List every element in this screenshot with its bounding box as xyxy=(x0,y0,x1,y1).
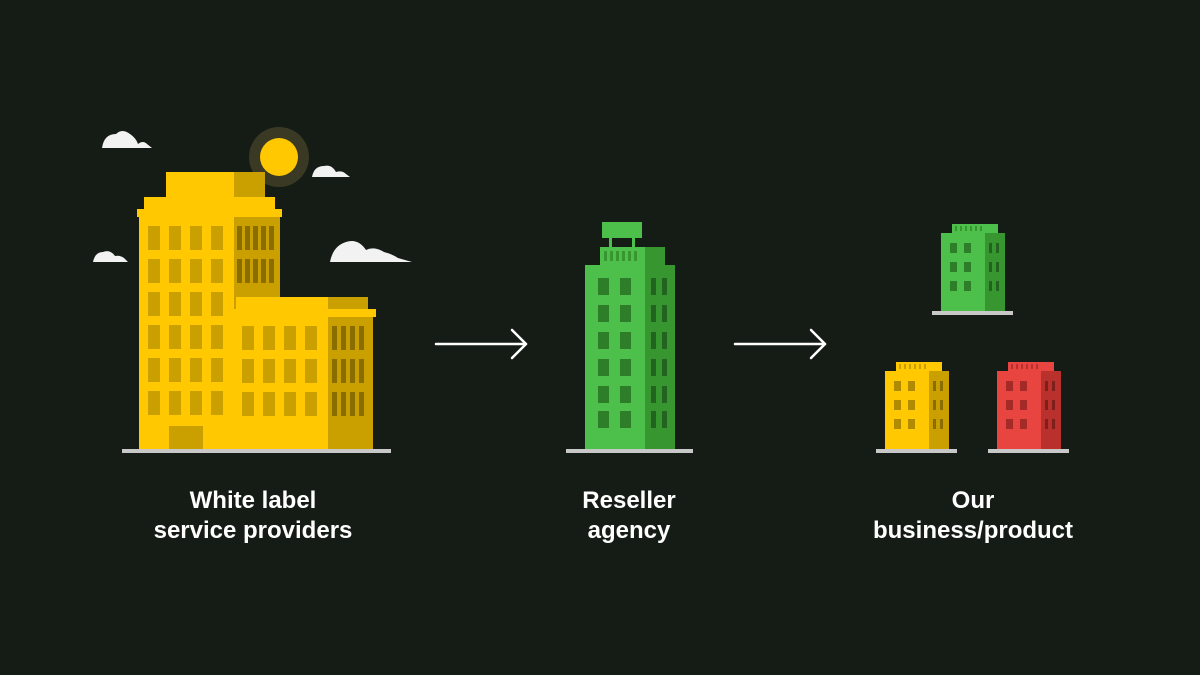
yellow-small-building-icon xyxy=(885,362,949,450)
stage-caption-white-label: White label service providers xyxy=(93,486,413,546)
caption-line: business/product xyxy=(872,517,1074,544)
cloud-icon xyxy=(312,165,350,177)
red-small-building-icon xyxy=(997,362,1061,450)
ground-line xyxy=(122,449,391,453)
yellow-skyscraper-complex-icon xyxy=(137,172,376,450)
cloud-icon xyxy=(102,131,152,148)
stage-caption-reseller: Reseller agency xyxy=(469,486,789,546)
ground-line xyxy=(876,449,957,453)
cloud-icon xyxy=(93,251,128,262)
stage-caption-our-business: Our business/product xyxy=(813,486,1133,546)
ground-line xyxy=(988,449,1069,453)
caption-line: Our xyxy=(951,487,995,514)
green-small-building-icon xyxy=(941,224,1005,312)
caption-line: Reseller xyxy=(582,487,676,514)
arrow-right-icon xyxy=(434,328,528,360)
caption-line: agency xyxy=(587,517,671,544)
green-tower-icon xyxy=(585,222,675,450)
ground-line xyxy=(566,449,693,453)
caption-line: White label xyxy=(189,487,317,514)
caption-line: service providers xyxy=(153,517,353,544)
white-label-scene xyxy=(93,127,412,453)
arrow-right-icon xyxy=(733,328,827,360)
ground-line xyxy=(932,311,1013,315)
cloud-icon xyxy=(330,241,412,262)
